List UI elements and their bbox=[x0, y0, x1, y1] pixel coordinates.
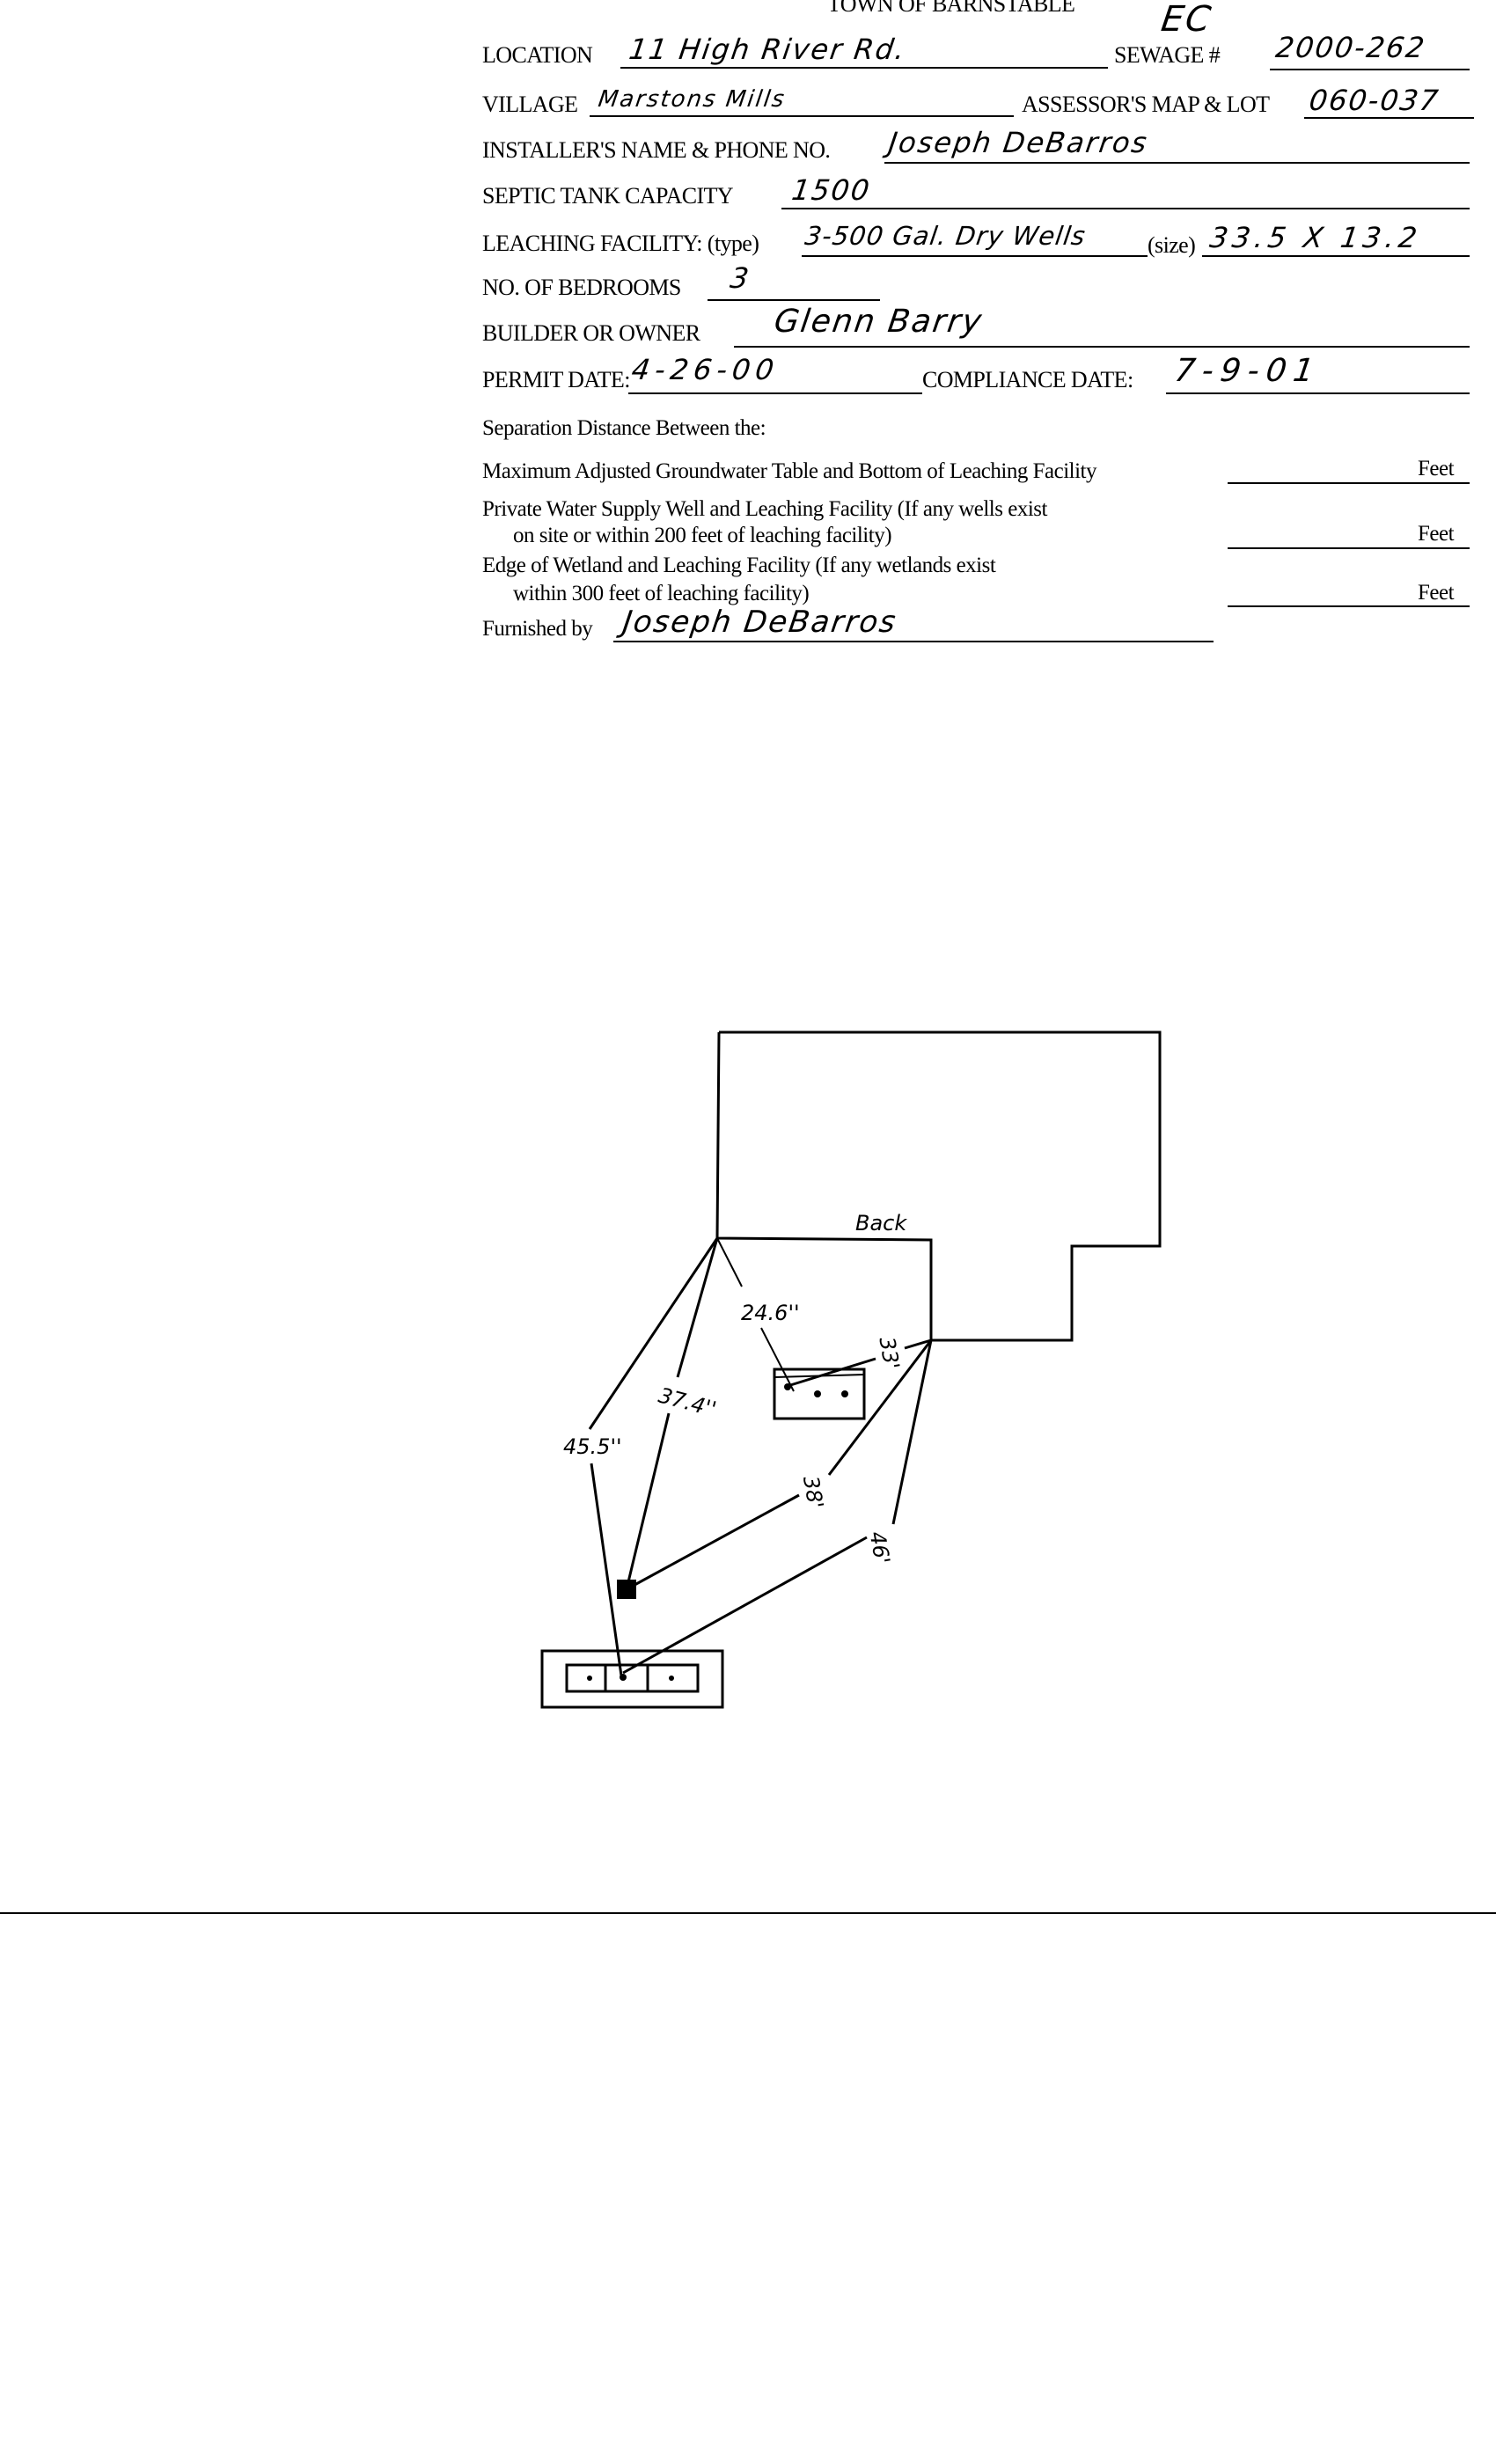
dim-line-33b bbox=[787, 1357, 876, 1388]
furnished-by-line bbox=[613, 641, 1214, 642]
distance-38-label: 38' bbox=[798, 1474, 828, 1510]
dim-line-46b bbox=[622, 1536, 868, 1675]
map-lot-label: ASSESSOR'S MAP & LOT bbox=[1022, 92, 1270, 117]
tank-dot bbox=[814, 1390, 821, 1397]
form-title: TOWN OF BARNSTABLE bbox=[827, 0, 1075, 17]
wetland-unit: Feet bbox=[1418, 581, 1455, 605]
dim-line-45 bbox=[588, 1237, 719, 1430]
well-label-line2: on site or within 200 feet of leaching f… bbox=[513, 524, 892, 547]
owner-label: BUILDER OR OWNER bbox=[482, 320, 700, 346]
dim-line-33 bbox=[904, 1338, 932, 1350]
village-label: VILLAGE bbox=[482, 92, 578, 117]
separation-heading: Separation Distance Between the: bbox=[482, 416, 766, 440]
bedrooms-line bbox=[708, 299, 880, 301]
groundwater-unit: Feet bbox=[1418, 457, 1455, 480]
sewage-label: SEWAGE # bbox=[1114, 42, 1221, 68]
well-line[interactable] bbox=[1228, 547, 1470, 549]
leaching-dot bbox=[669, 1676, 674, 1681]
size-label: (size) bbox=[1148, 232, 1196, 258]
dim-line-24b bbox=[760, 1327, 795, 1392]
well-label-line1: Private Water Supply Well and Leaching F… bbox=[482, 497, 1047, 521]
dim-line-37 bbox=[676, 1237, 719, 1378]
leaching-field-inner bbox=[565, 1663, 700, 1693]
location-line bbox=[620, 67, 1108, 69]
owner-line bbox=[734, 346, 1470, 348]
back-label: Back bbox=[855, 1211, 907, 1236]
installer-line bbox=[884, 162, 1470, 164]
village-line bbox=[590, 115, 1014, 117]
distance-37-label: 37.4'' bbox=[656, 1382, 719, 1421]
tank-dot bbox=[784, 1383, 791, 1390]
bedrooms-label: NO. OF BEDROOMS bbox=[482, 275, 681, 300]
dim-line-24 bbox=[716, 1237, 743, 1287]
compliance-date-line bbox=[1166, 392, 1470, 394]
leaching-field-outer bbox=[540, 1649, 724, 1709]
wetland-line[interactable] bbox=[1228, 605, 1470, 607]
leaching-dot bbox=[620, 1674, 627, 1681]
map-lot-line bbox=[1304, 117, 1474, 119]
page-divider bbox=[0, 1912, 1496, 1914]
sewage-line bbox=[1270, 69, 1470, 70]
dim-line-37b bbox=[625, 1412, 671, 1590]
dim-line-38b bbox=[626, 1493, 800, 1591]
dim-line-38 bbox=[827, 1339, 933, 1476]
leaching-label: LEACHING FACILITY: (type) bbox=[482, 231, 759, 256]
dim-line-46 bbox=[891, 1339, 933, 1525]
wetland-label-line2: within 300 feet of leaching facility) bbox=[513, 582, 810, 605]
distance-46-label: 46' bbox=[865, 1529, 895, 1566]
distance-45-label: 45.5'' bbox=[563, 1434, 622, 1459]
groundwater-line[interactable] bbox=[1228, 482, 1470, 484]
house-outline bbox=[715, 1030, 1162, 1342]
wetland-label-line1: Edge of Wetland and Leaching Facility (I… bbox=[482, 554, 996, 577]
distribution-box bbox=[617, 1580, 636, 1599]
distance-24-label: 24.6'' bbox=[741, 1301, 800, 1325]
leaching-type-line bbox=[802, 255, 1148, 257]
size-line bbox=[1202, 255, 1470, 257]
well-unit: Feet bbox=[1418, 522, 1455, 546]
tank-line bbox=[781, 208, 1470, 209]
installer-label: INSTALLER'S NAME & PHONE NO. bbox=[482, 137, 831, 163]
furnished-by-label: Furnished by bbox=[482, 617, 593, 641]
tank-dot bbox=[841, 1390, 848, 1397]
groundwater-label: Maximum Adjusted Groundwater Table and B… bbox=[482, 459, 1096, 483]
tank-label: SEPTIC TANK CAPACITY bbox=[482, 183, 734, 209]
septic-tank bbox=[773, 1368, 866, 1420]
dim-line-45b bbox=[590, 1463, 623, 1676]
permit-date-label: PERMIT DATE: bbox=[482, 367, 630, 392]
compliance-date-label: COMPLIANCE DATE: bbox=[922, 367, 1133, 392]
permit-date-line bbox=[628, 392, 922, 394]
location-label: LOCATION bbox=[482, 42, 593, 68]
leaching-dot bbox=[587, 1676, 592, 1681]
distance-33-label: 33' bbox=[874, 1335, 904, 1371]
